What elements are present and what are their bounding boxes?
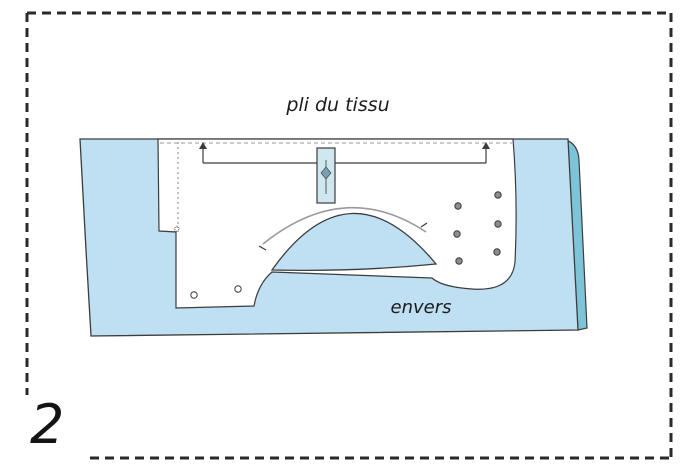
wrong-side-label: envers xyxy=(390,297,452,318)
fabric-fold-edge xyxy=(565,139,588,331)
fold-label: pli du tissu xyxy=(286,94,390,116)
star-marker: ✩ xyxy=(173,225,181,235)
dot xyxy=(494,220,502,228)
dot xyxy=(455,257,463,265)
curve-seam-line xyxy=(262,206,427,245)
step-number: 2 xyxy=(30,393,65,456)
dot xyxy=(453,230,461,238)
button-holes xyxy=(190,285,242,299)
notch-left xyxy=(258,245,267,251)
placement-dots xyxy=(453,191,502,265)
button-hole xyxy=(190,291,198,299)
dot xyxy=(454,202,462,210)
semicircle-cutout xyxy=(270,212,438,272)
dashed-frame xyxy=(25,11,673,460)
dot xyxy=(493,248,501,256)
place-on-fold-arrow xyxy=(199,142,490,164)
button-hole xyxy=(234,285,242,293)
grain-line-marker xyxy=(316,147,336,204)
dot xyxy=(494,191,502,199)
notch-right xyxy=(420,222,428,228)
